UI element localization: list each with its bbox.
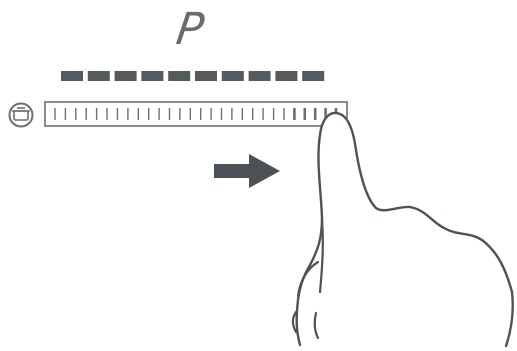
level-segment [195, 71, 217, 81]
level-segment [87, 71, 110, 81]
level-segment [114, 71, 137, 81]
level-segment [302, 71, 325, 81]
finger-swipe-icon [291, 111, 514, 348]
slider-control[interactable] [44, 101, 348, 127]
level-segment [221, 71, 244, 81]
level-segment [248, 71, 271, 81]
arrow-right-icon [214, 154, 280, 188]
level-segment [61, 71, 83, 81]
level-segment [275, 71, 298, 81]
pot-icon [8, 102, 34, 128]
level-segment [168, 71, 191, 81]
level-segment [141, 71, 164, 81]
power-level-indicator [61, 71, 325, 81]
